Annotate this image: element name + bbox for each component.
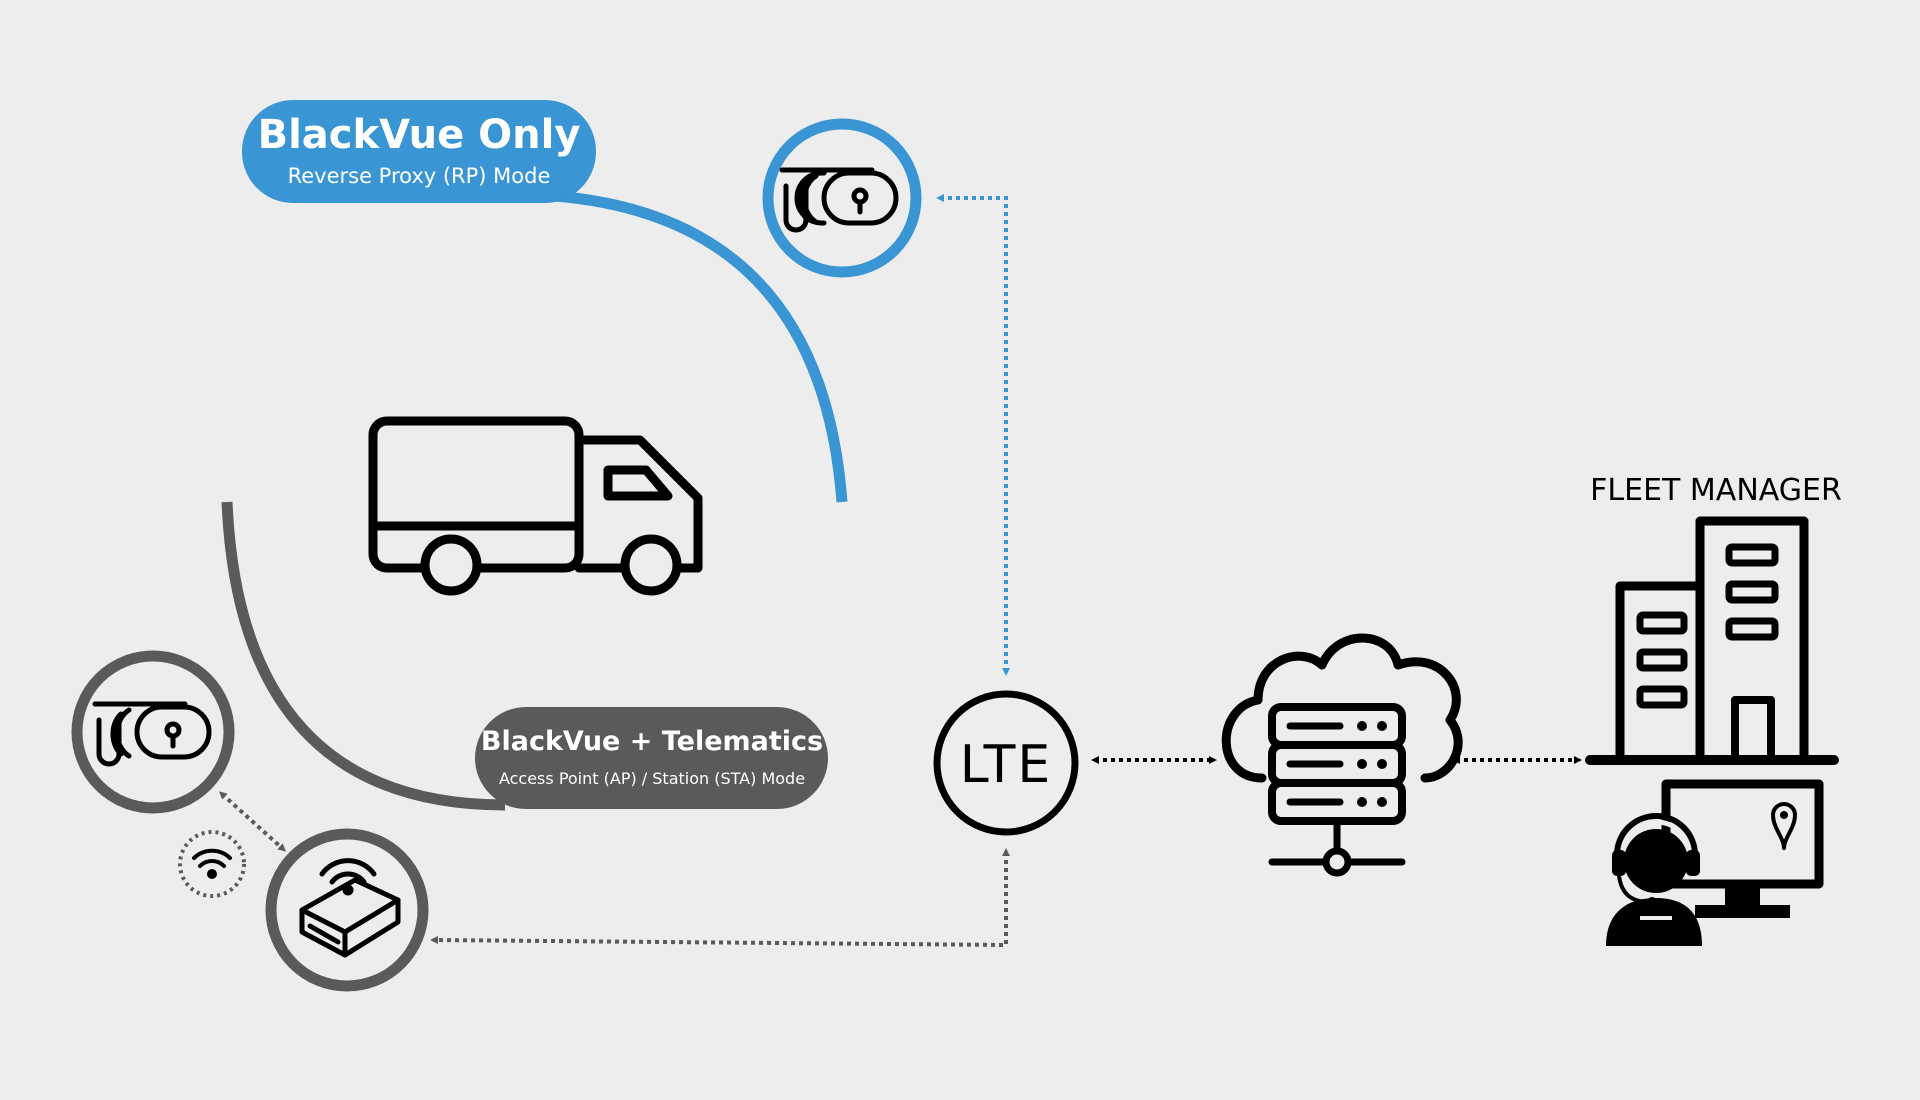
lte-node: LTE <box>933 690 1079 836</box>
wifi-indicator <box>178 830 246 898</box>
ap-sta-mode-subtitle: Access Point (AP) / Station (STA) Mode <box>499 769 805 788</box>
gray-coverage-arc <box>221 501 506 811</box>
dashcam-icon <box>92 701 212 767</box>
operator-headset-icon <box>1606 813 1702 946</box>
rp-mode-subtitle: Reverse Proxy (RP) Mode <box>288 164 551 188</box>
cloud-server-icon <box>1221 633 1463 877</box>
ap-sta-mode-label: BlackVue + Telematics Access Point (AP) … <box>475 707 828 809</box>
dashcam-icon <box>779 167 899 233</box>
wifi-icon <box>192 848 232 879</box>
dashcam-telematics-link <box>219 791 286 852</box>
telematics-device-icon <box>299 858 401 958</box>
telematics-device <box>265 828 429 992</box>
ap-sta-mode-title: BlackVue + Telematics <box>481 726 823 757</box>
blue-coverage-arc <box>539 189 848 503</box>
office-building-icon <box>1585 516 1839 765</box>
rp-mode-title: BlackVue Only <box>258 112 581 158</box>
blackvue-rp-dashcam <box>762 118 922 278</box>
telematics-lte-link <box>430 848 1010 948</box>
blackvue-ap-dashcam <box>71 650 235 814</box>
blue-dashcam-lte-link <box>936 194 1010 676</box>
rp-mode-label: BlackVue Only Reverse Proxy (RP) Mode <box>242 100 596 203</box>
truck-icon <box>368 416 703 596</box>
lte-label: LTE <box>960 735 1052 795</box>
fleet-manager-label: FLEET MANAGER <box>1590 473 1842 508</box>
